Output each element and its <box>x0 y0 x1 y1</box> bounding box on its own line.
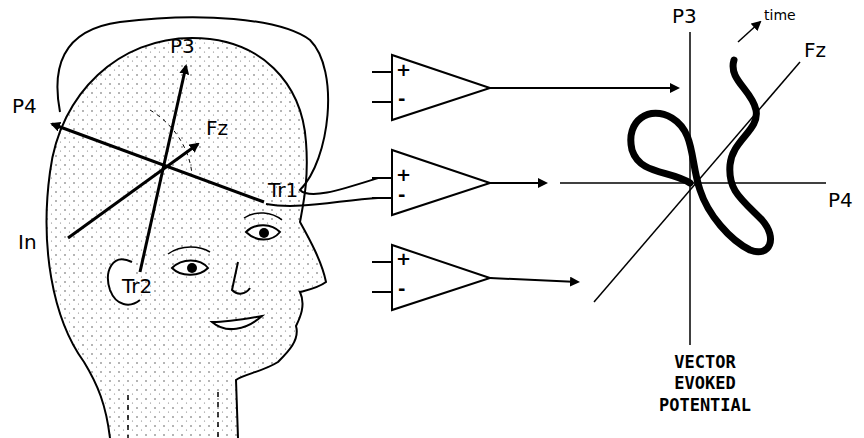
eye <box>246 225 280 239</box>
lead-wire <box>57 17 378 194</box>
amp-sign: - <box>398 186 405 204</box>
plot-axes <box>560 32 826 345</box>
axis-label: P4 <box>828 190 853 210</box>
electrode-label: In <box>18 232 37 252</box>
eye <box>172 261 208 275</box>
electrode-label: P3 <box>170 36 195 56</box>
amp-sign: + <box>396 166 411 184</box>
vector-trace <box>631 60 771 252</box>
caption: VECTOR EVOKED POTENTIAL <box>640 352 770 416</box>
nose <box>232 262 250 294</box>
amp-sign: + <box>396 61 411 79</box>
mouth <box>212 316 262 329</box>
amp-sign: - <box>398 280 405 298</box>
electrode-label: P4 <box>12 96 37 116</box>
electrode-label: Tr2 <box>122 276 152 296</box>
amp-sign: + <box>396 250 411 268</box>
axis-label: time <box>764 8 796 22</box>
amp-sign: - <box>398 90 405 108</box>
axis-label: P3 <box>672 6 697 26</box>
amplifier-symbol <box>392 55 490 310</box>
electrode-axes <box>52 66 264 272</box>
electrode-label: Tr1 <box>268 180 298 200</box>
electrode-label: Fz <box>206 118 228 138</box>
axis-label: Fz <box>804 40 826 60</box>
head-outline <box>47 38 326 438</box>
